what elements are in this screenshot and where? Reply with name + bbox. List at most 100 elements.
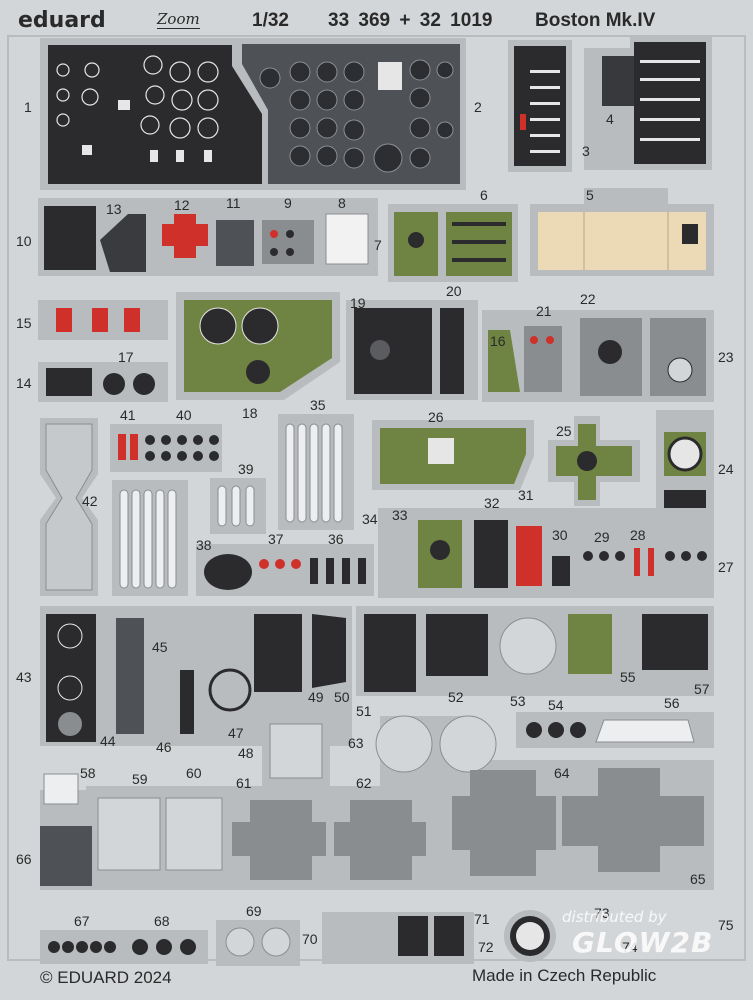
part-number-6: 6 <box>480 187 488 203</box>
copyright-text: © EDUARD 2024 <box>40 968 172 987</box>
part-number-30: 30 <box>552 527 568 543</box>
part-number-25: 25 <box>556 423 572 439</box>
part-number-34: 34 <box>362 511 378 527</box>
part-number-64: 64 <box>554 765 570 781</box>
part-4-switch-panel <box>584 36 712 170</box>
part-number-72: 72 <box>478 939 494 955</box>
part-number-65: 65 <box>690 871 706 887</box>
part-number-10: 10 <box>16 233 32 249</box>
part-number-3: 3 <box>582 143 590 159</box>
part-number-73: 73 <box>594 905 610 921</box>
part-35-strips <box>112 414 354 596</box>
part-number-55: 55 <box>620 669 636 685</box>
part-number-8: 8 <box>338 195 346 211</box>
watermark-logo: GLOW2B <box>572 926 714 959</box>
part-43-50-block <box>40 606 352 786</box>
part-number-16: 16 <box>490 333 506 349</box>
part-42-bracket <box>40 418 98 596</box>
product-title: Boston Mk.IV <box>535 10 656 31</box>
part-number-70: 70 <box>302 931 318 947</box>
part-39 <box>210 478 266 534</box>
part-number-50: 50 <box>334 689 350 705</box>
part-number-31: 31 <box>518 487 534 503</box>
part-1-instrument-panel <box>40 38 268 190</box>
part-number-46: 46 <box>156 739 172 755</box>
part-number-37: 37 <box>268 531 284 547</box>
part-number-44: 44 <box>100 733 116 749</box>
part-27-34-row <box>378 508 714 598</box>
part-number-62: 62 <box>356 775 372 791</box>
part-18-olive-panel <box>176 292 340 400</box>
scale-label: 1/32 <box>252 10 289 31</box>
part-3-switch-panel <box>508 40 572 172</box>
part-number-45: 45 <box>152 639 168 655</box>
part-number-47: 47 <box>228 725 244 741</box>
part-number-14: 14 <box>16 375 32 391</box>
part-58-66-lower-fret <box>40 715 714 890</box>
part-number-63: 63 <box>348 735 364 751</box>
part-6-7-olive-panels <box>388 204 518 282</box>
part-number-66: 66 <box>16 851 32 867</box>
part-number-33: 33 <box>392 507 408 523</box>
part-36-37-38 <box>196 544 374 596</box>
part-number-53: 53 <box>510 693 526 709</box>
part-number-57: 57 <box>694 681 710 697</box>
part-number-48: 48 <box>238 745 254 761</box>
part-number-5: 5 <box>586 187 594 203</box>
part-54-56 <box>516 712 714 748</box>
part-number-35: 35 <box>310 397 326 413</box>
part-number-23: 23 <box>718 349 734 365</box>
part-number-12: 12 <box>174 197 190 213</box>
part-number-11: 11 <box>226 195 241 211</box>
part-16-21-22-23 <box>482 310 714 402</box>
part-number-54: 54 <box>548 697 564 713</box>
part-number-38: 38 <box>196 537 212 553</box>
part-number-49: 49 <box>308 689 324 705</box>
watermark-line1: distributed by <box>562 908 667 926</box>
part-number-56: 56 <box>664 695 680 711</box>
part-number-28: 28 <box>630 527 646 543</box>
part-5-tan-panel <box>530 188 714 276</box>
part-12-red-cross <box>162 214 208 258</box>
part-number-13: 13 <box>106 201 122 217</box>
part-51-57-row <box>356 606 714 696</box>
part-number-7: 7 <box>374 237 382 253</box>
part-number-74: 74 <box>622 939 638 955</box>
part-number-52: 52 <box>448 689 464 705</box>
part-number-26: 26 <box>428 409 444 425</box>
part-number-20: 20 <box>446 283 462 299</box>
part-number-39: 39 <box>238 461 254 477</box>
part-number-29: 29 <box>594 529 610 545</box>
part-number-22: 22 <box>580 291 596 307</box>
part-number-69: 69 <box>246 903 262 919</box>
part-number-17: 17 <box>118 349 134 365</box>
part-40-41-switches <box>110 424 222 472</box>
part-number-27: 27 <box>718 559 734 575</box>
part-2-instrument-panel <box>236 38 466 190</box>
zoom-logo: Zoom <box>157 10 200 29</box>
part-number-2: 2 <box>474 99 482 115</box>
part-number-58: 58 <box>80 765 96 781</box>
part-number-4: 4 <box>606 111 614 127</box>
part-number-59: 59 <box>132 771 148 787</box>
product-codes: 33 369 + 32 1019 <box>328 10 493 31</box>
brand-logo: eduard <box>18 8 106 33</box>
part-number-18: 18 <box>242 405 258 421</box>
part-number-40: 40 <box>176 407 192 423</box>
part-number-21: 21 <box>536 303 552 319</box>
part-number-68: 68 <box>154 913 170 929</box>
part-number-9: 9 <box>284 195 292 211</box>
part-number-61: 61 <box>236 775 252 791</box>
sheet-header: eduard Zoom 1/32 33 369 + 32 1019 Boston… <box>0 6 753 36</box>
part-8-13-row <box>38 198 378 276</box>
part-number-32: 32 <box>484 495 500 511</box>
part-number-1: 1 <box>24 99 32 115</box>
part-19-20-panel <box>346 300 478 400</box>
part-number-24: 24 <box>718 461 734 477</box>
part-number-42: 42 <box>82 493 98 509</box>
part-number-75: 75 <box>718 917 734 933</box>
part-15-red-clips <box>38 300 168 340</box>
part-number-15: 15 <box>16 315 32 331</box>
